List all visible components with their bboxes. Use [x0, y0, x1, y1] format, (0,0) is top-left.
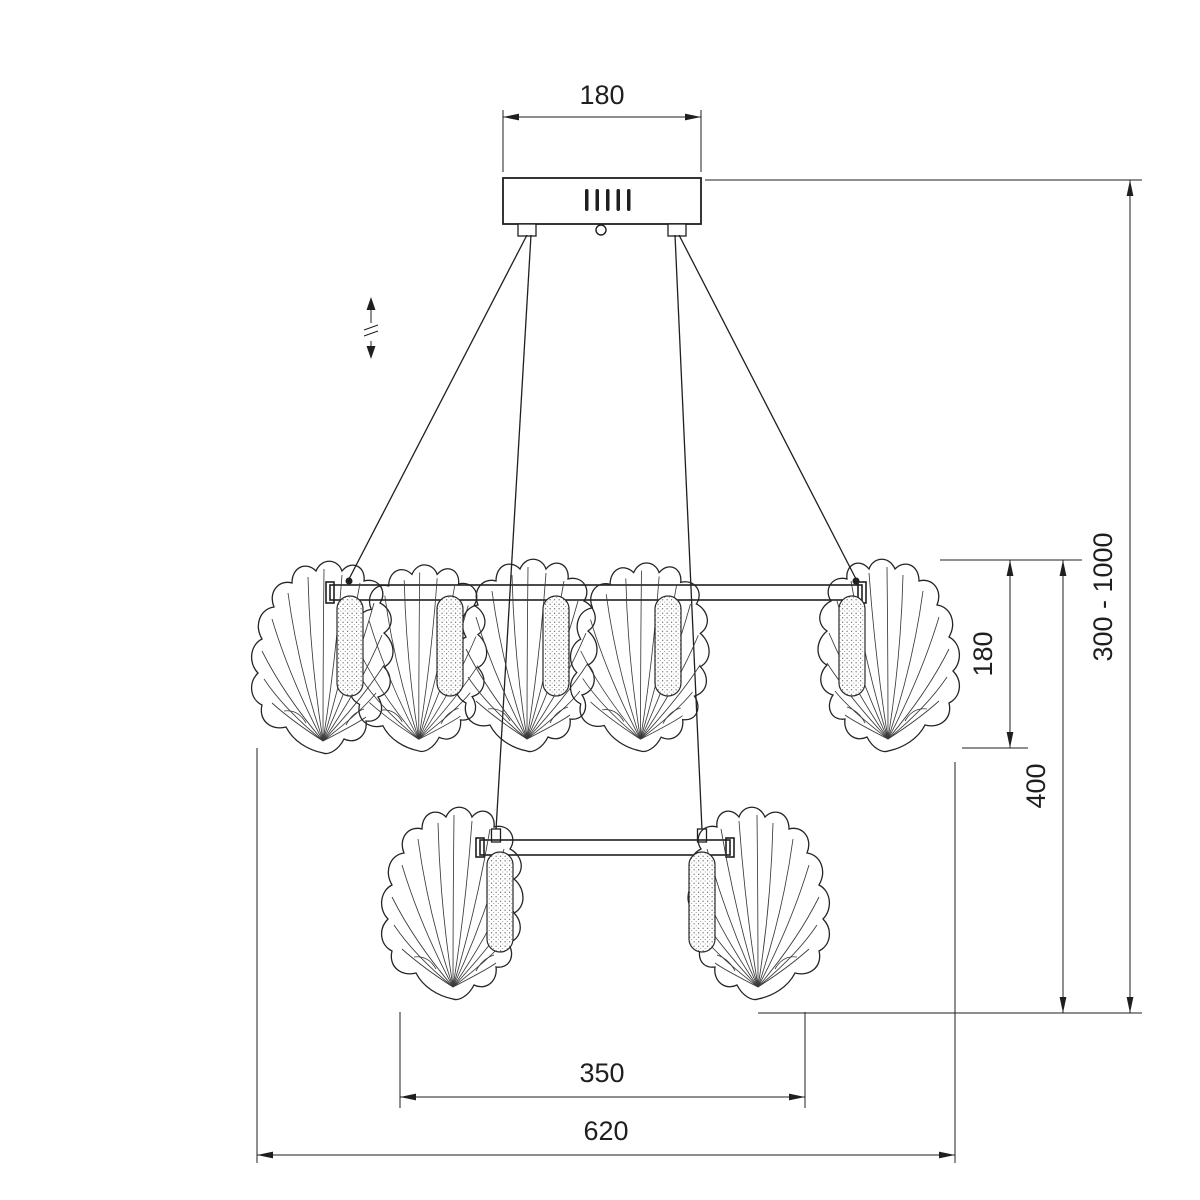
led-tube — [486, 851, 514, 953]
dim-label-canopy-width: 180 — [579, 80, 624, 110]
led-tube — [654, 595, 682, 697]
suspension-wire — [674, 234, 703, 831]
upper-ring-bar — [325, 581, 867, 604]
wire-connector-right — [667, 223, 687, 237]
lower-tier-shades — [380, 806, 831, 1001]
suspension-wire — [348, 234, 528, 580]
leaf-shade — [348, 564, 488, 753]
wire-connector-lower-left — [490, 828, 502, 843]
led-tube — [838, 595, 866, 697]
led-tubes — [336, 595, 866, 953]
dim-overall-width: 620 — [256, 748, 956, 1163]
leaf-shade — [454, 558, 598, 753]
wire-connector-left — [517, 223, 537, 237]
wire-knob-right — [852, 577, 860, 585]
led-tube — [542, 595, 570, 697]
lower-ring-bar — [475, 828, 735, 858]
ceiling-canopy — [502, 177, 702, 237]
led-tube — [436, 595, 464, 697]
dim-shade-height: 180 — [940, 559, 1082, 749]
dim-body-height: 400 — [1021, 560, 1067, 1013]
dim-suspension-height: 300 - 1000 — [705, 179, 1142, 1014]
dim-label-body-height: 400 — [1021, 763, 1051, 808]
dim-label-overall-width: 620 — [583, 1116, 628, 1146]
leaf-shade — [569, 562, 710, 753]
height-adjustable-icon — [363, 297, 379, 359]
leaf-shade — [250, 560, 394, 755]
canopy-body — [502, 177, 702, 225]
canopy-vent-slots — [585, 189, 631, 211]
suspension-wire — [678, 234, 857, 580]
wire-connector-lower-right — [696, 828, 708, 843]
canopy-screw — [595, 224, 607, 236]
led-tube — [336, 595, 364, 697]
dim-lower-tier-width: 350 — [399, 1012, 806, 1108]
suspension-wire — [495, 234, 532, 831]
wire-knob-left — [345, 577, 353, 585]
dim-label-shade-height: 180 — [968, 631, 998, 676]
led-tube — [688, 851, 716, 953]
suspension-wires — [348, 234, 857, 831]
dim-label-suspension-range: 300 - 1000 — [1088, 532, 1118, 661]
dim-canopy-width: 180 — [502, 80, 702, 172]
dim-label-lower-tier-width: 350 — [579, 1058, 624, 1088]
